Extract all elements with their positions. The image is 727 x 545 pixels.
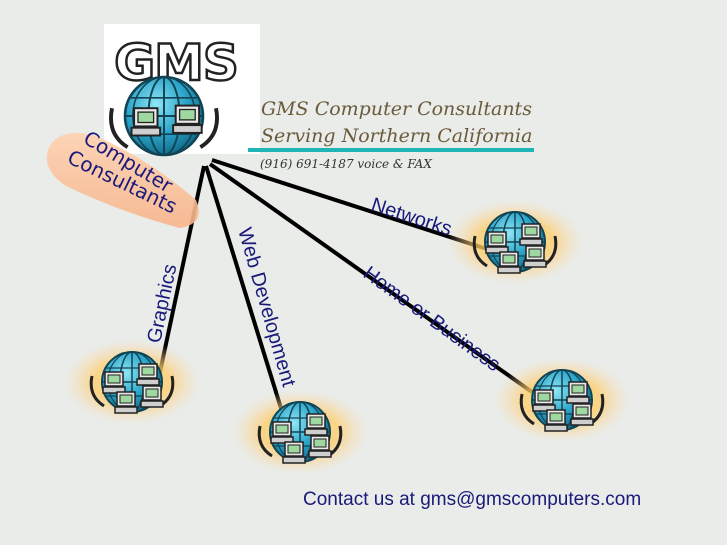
node-home-business-icon (494, 358, 630, 442)
line-web-development (204, 165, 286, 419)
node-web-development-icon (232, 390, 368, 474)
node-networks-icon (447, 200, 583, 284)
tagline-underline (248, 148, 534, 152)
company-phone: (916) 691-4187 voice & FAX (260, 157, 432, 171)
node-graphics-icon (64, 340, 200, 424)
line-graphics (158, 165, 206, 373)
logo-text: GMS (114, 34, 238, 92)
label-networks[interactable]: Networks (368, 194, 454, 241)
connection-lines (158, 158, 534, 419)
company-name: GMS Computer Consultants (261, 98, 532, 120)
line-home-business (208, 162, 534, 394)
contact-email-link[interactable]: Contact us at gms@gmscomputers.com (303, 489, 642, 510)
hub-globe-icon (109, 75, 219, 157)
line-networks (211, 158, 491, 252)
label-home-business[interactable]: Home or Business (359, 262, 504, 376)
company-tagline: Serving Northern California (261, 125, 533, 147)
